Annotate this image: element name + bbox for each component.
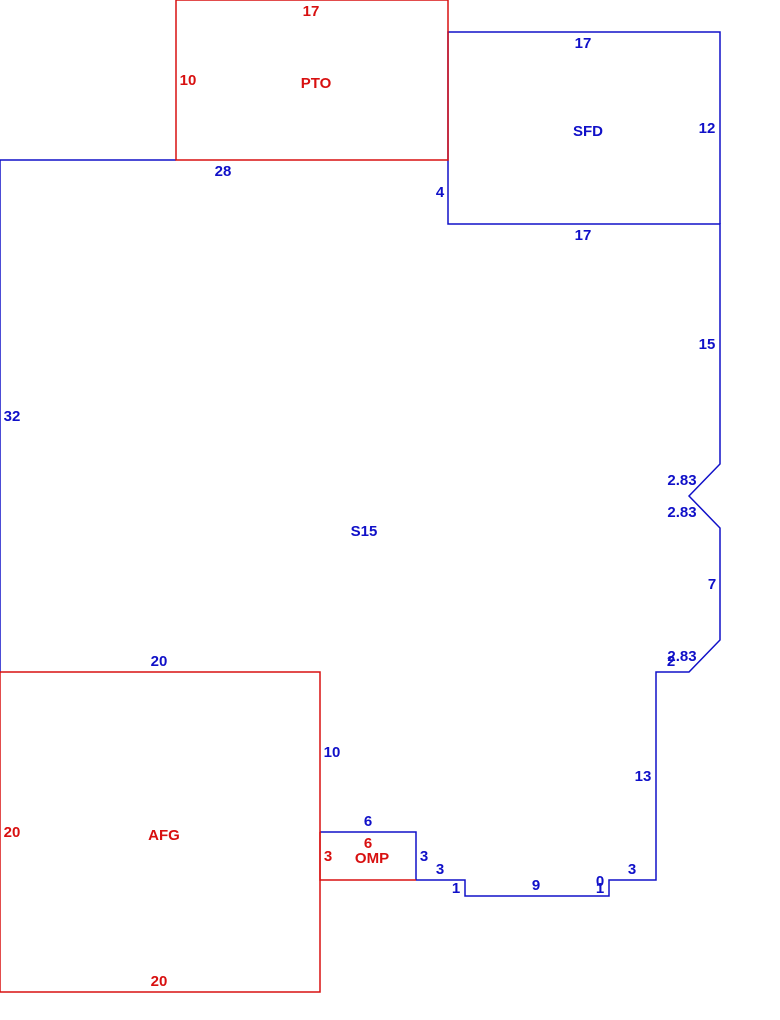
s15-dim-top: 28 [215, 163, 232, 180]
s15-dim-diag3: 2.83 [667, 648, 696, 665]
s15-dim-omp-side: 3 [420, 848, 428, 865]
s15-dim-right-upper: 15 [699, 336, 716, 353]
sfd-dim-right: 12 [699, 120, 716, 137]
pto-dim-left: 10 [180, 72, 197, 89]
s15-dim-diag1: 2.83 [667, 472, 696, 489]
pto-dim-top: 17 [303, 3, 320, 20]
pto-label: PTO [301, 75, 332, 92]
afg-label: AFG [148, 827, 180, 844]
s15-dim-bottom-3a: 3 [436, 861, 444, 878]
afg-dim-left: 20 [4, 824, 21, 841]
omp-red-edges [319, 832, 416, 881]
s15-dim-right-lower: 13 [635, 768, 652, 785]
s15-dim-afg-side: 10 [324, 744, 341, 761]
sfd-dim-bottom: 17 [575, 227, 592, 244]
omp-blue-edges [320, 831, 417, 880]
sfd-dim-top: 17 [575, 35, 592, 52]
s15-dim-bottom-1a: 1 [452, 880, 460, 897]
s15-dim-bottom-0: 0 [596, 873, 604, 890]
s15-label: S15 [351, 523, 378, 540]
s15-dim-step: 4 [436, 184, 445, 201]
s15-outline-right [416, 160, 721, 897]
afg-dim-bottom: 20 [151, 973, 168, 990]
sfd-label: SFD [573, 123, 603, 140]
s15-dim-bottom-3b: 3 [628, 861, 636, 878]
omp-dim-top: 6 [364, 835, 372, 852]
omp-dim-left: 3 [324, 848, 332, 865]
s15-dim-left: 32 [4, 408, 21, 425]
s15-dim-bottom-1b: 1 [596, 880, 604, 897]
pto-outline [175, 0, 449, 161]
s15-dim-notch: 2 [667, 653, 675, 670]
s15-dim-omp-top: 6 [364, 813, 372, 830]
s15-dim-afg-top: 20 [151, 653, 168, 670]
s15-outline [0, 159, 176, 672]
s15-dim-right-mid: 7 [708, 576, 716, 593]
omp-label: OMP [355, 850, 389, 867]
s15-dim-diag2: 2.83 [667, 504, 696, 521]
s15-dim-bottom-9: 9 [532, 877, 540, 894]
